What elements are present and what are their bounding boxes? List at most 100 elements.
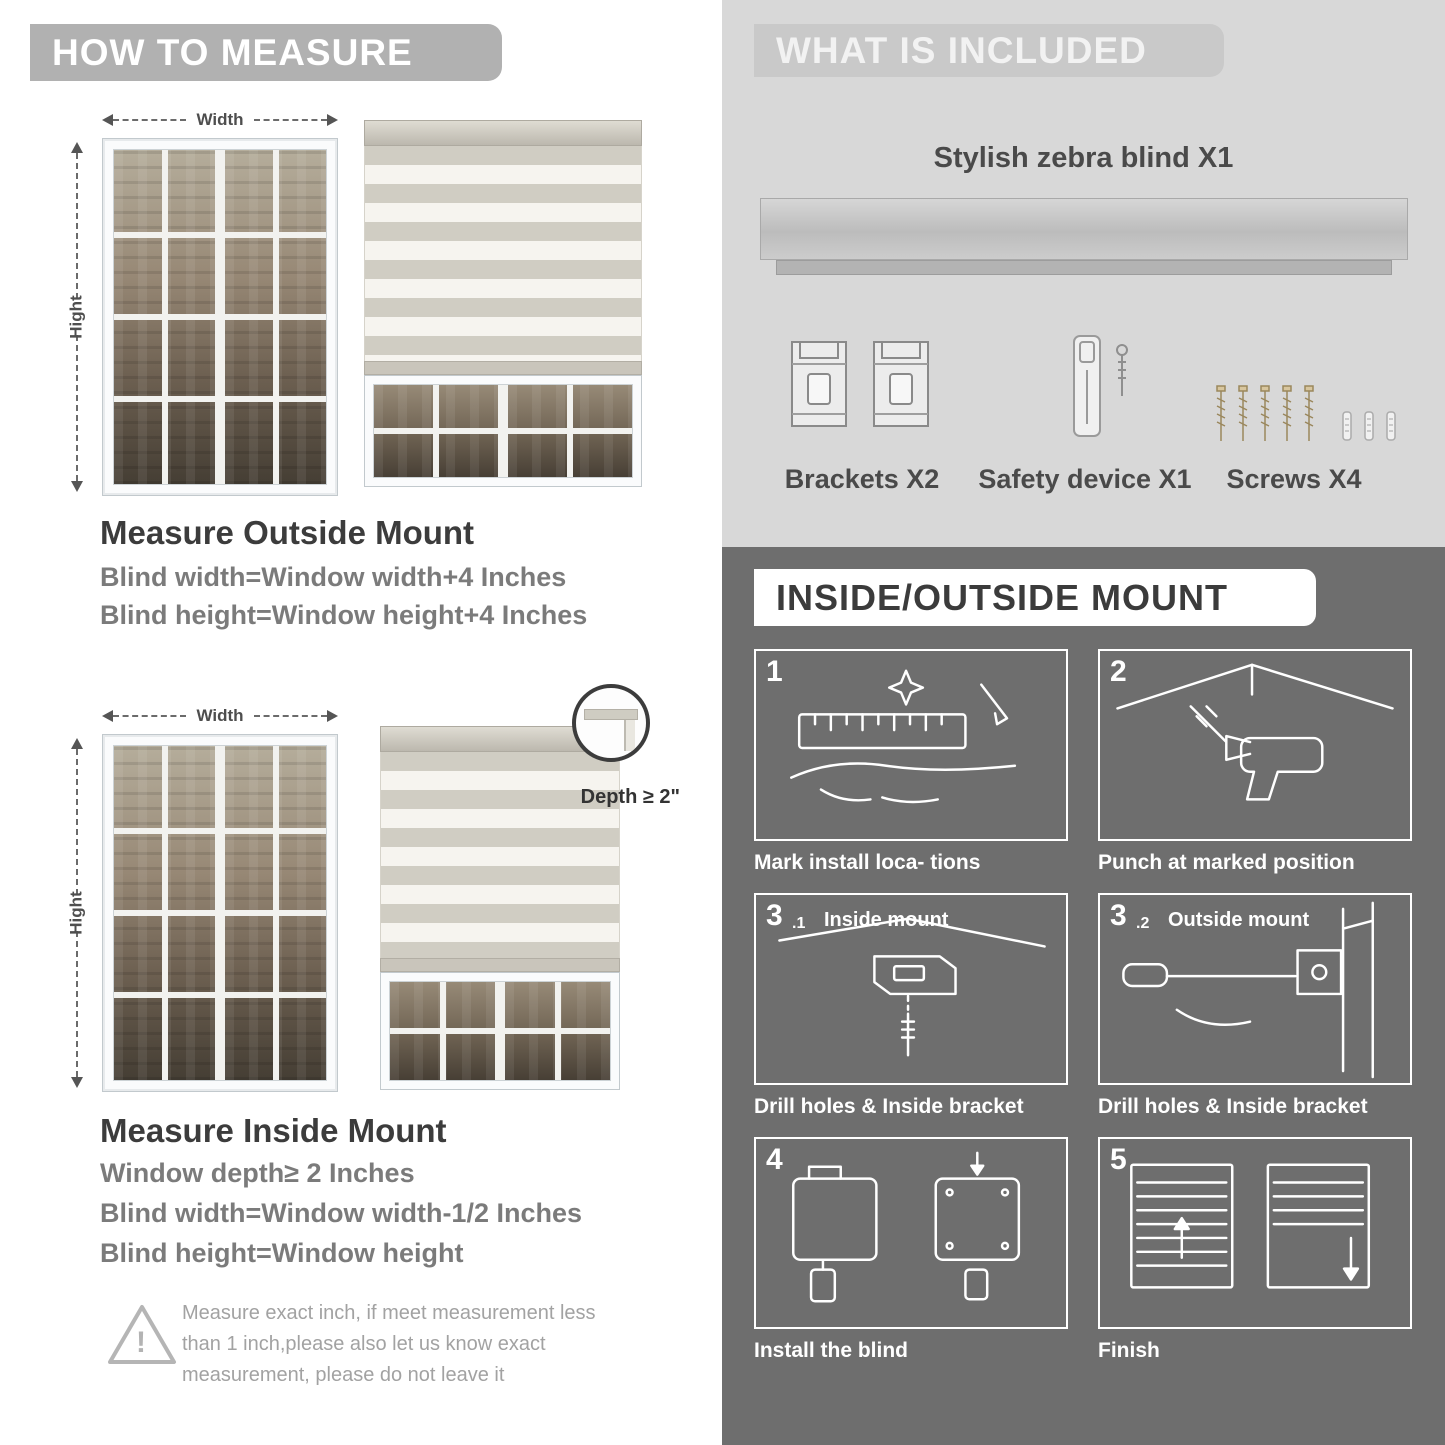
arrow-up-icon [71,738,83,749]
step-subnumber: .1 [792,915,806,932]
width-arrow: Width [102,706,338,726]
height-arrow: Hight [64,738,90,1088]
screws-label: Screws X4 [1226,464,1362,494]
height-arrow: Hight [64,142,90,492]
depth-callout-circle [572,684,650,762]
arrow-left-icon [102,710,113,722]
mount-instructions-section: INSIDE/OUTSIDE MOUNT 1 [722,547,1445,1445]
outside-mount-line: Blind height=Window height+4 Inches [100,600,588,630]
safety-device-label: Safety device X1 [978,464,1192,494]
step-3-2: 3 .2 Outside mount Drill [1098,893,1412,1119]
install-blind-illustration [792,1151,1021,1303]
width-label: Width [196,110,244,129]
inside-mount-line: Window depth≥ 2 Inches [100,1158,415,1188]
what-is-included-section: WHAT IS INCLUDED Stylish zebra blind X1 [722,0,1445,547]
finish-illustration [1130,1163,1371,1289]
step-inline-label: Inside mount [824,909,949,931]
window-pane [114,150,215,484]
window-pane [114,746,215,1080]
blind-bottom-rail [364,361,642,375]
window-illustration [102,138,338,496]
step-caption: Finish [1098,1339,1160,1362]
window-pane [505,982,610,1080]
safety-device-icon [1073,335,1128,437]
arrow-right-icon [327,710,338,722]
what-is-included-header: WHAT IS INCLUDED [754,24,1224,77]
blind-headrail-lip [776,260,1392,275]
window-below-blind [364,375,642,487]
window-illustration [102,734,338,1092]
step-panel: 2 [1098,649,1412,841]
step-inline-label: Outside mount [1168,909,1310,931]
window-below-blind [380,972,620,1090]
arrow-down-icon [71,1077,83,1088]
anchor-icon [1364,411,1374,441]
blind-headrail-illustration [760,198,1408,260]
step-panel: 1 [754,649,1068,841]
height-label: Hight [67,295,86,339]
step-subnumber: .2 [1136,915,1150,932]
step-2: 2 Punch at marked posi [1098,649,1412,875]
step-4: 4 [754,1137,1068,1363]
step-number: 2 [1110,655,1127,688]
arrow-down-icon [71,481,83,492]
anchor-icon [1342,411,1352,441]
inside-bracket-illustration [778,917,1046,1057]
zebra-blind-illustration [364,120,642,487]
step-caption: Drill holes & Inside bracket [754,1095,1024,1118]
step-number: 5 [1110,1143,1127,1176]
blind-bottom-rail [380,958,620,972]
bracket-icon [786,334,934,434]
screw-icon [1238,385,1248,441]
warning-exclamation: ! [136,1326,146,1359]
arrow-right-icon [327,114,338,126]
window-pane [225,746,326,1080]
drill-illustration [1116,663,1394,801]
warning-triangle-icon [108,1305,176,1364]
bracket-icon [873,341,929,427]
screw-icon [1260,385,1270,441]
blind-stripes [364,146,642,361]
step-caption: Install the blind [754,1339,909,1362]
screw-icon [1216,385,1226,441]
steps-grid: 1 Mark install loca- ti [754,649,1412,1363]
step-caption: Punch at marked position [1098,851,1355,874]
step-panel: 3 .2 Outside mount [1098,893,1412,1085]
screw-icon [1304,385,1314,441]
inside-mount-title: Measure Inside Mount [100,1112,447,1149]
step-5: 5 [1098,1137,1412,1363]
inside-mount-line: Blind height=Window height [100,1238,464,1268]
how-to-measure-header: HOW TO MEASURE [30,24,502,81]
anchor-icon [1386,411,1396,441]
window-pane [225,150,326,484]
warning-text: Measure exact inch, if meet measurement … [182,1302,596,1386]
depth-label: Depth ≥ 2" [580,786,680,808]
inside-mount-line: Blind width=Window width-1/2 Inches [100,1198,583,1228]
brackets-label: Brackets X2 [784,464,940,494]
mount-header: INSIDE/OUTSIDE MOUNT [754,569,1316,626]
step-caption: Mark install loca- tions [754,851,981,874]
arrow-left-icon [102,114,113,126]
mark-location-illustration [790,669,1017,804]
arrow-up-icon [71,142,83,153]
width-arrow: Width [102,110,338,130]
outside-mount-title: Measure Outside Mount [100,514,475,551]
blind-stripes [380,752,620,958]
step-caption: Drill holes & Inside bracket [1098,1095,1368,1118]
zebra-blind-illustration [380,726,620,1090]
window-pane [374,385,498,477]
screw-icon [1282,385,1292,441]
product-title: Stylish zebra blind X1 [933,142,1234,174]
step-1: 1 Mark install loca- ti [754,649,1068,875]
step-panel: 4 [754,1137,1068,1329]
step-number: 3 [1110,899,1127,932]
step-number: 1 [766,655,783,688]
screws-icon [1214,384,1398,444]
window-pane [508,385,632,477]
outside-mount-line: Blind width=Window width+4 Inches [100,562,567,592]
step-panel: 3 .1 Inside mount [754,893,1068,1085]
bracket-icon [791,341,847,427]
outside-bracket-illustration [1122,901,1374,1079]
step-number: 3 [766,899,783,932]
blind-headrail [364,120,642,146]
